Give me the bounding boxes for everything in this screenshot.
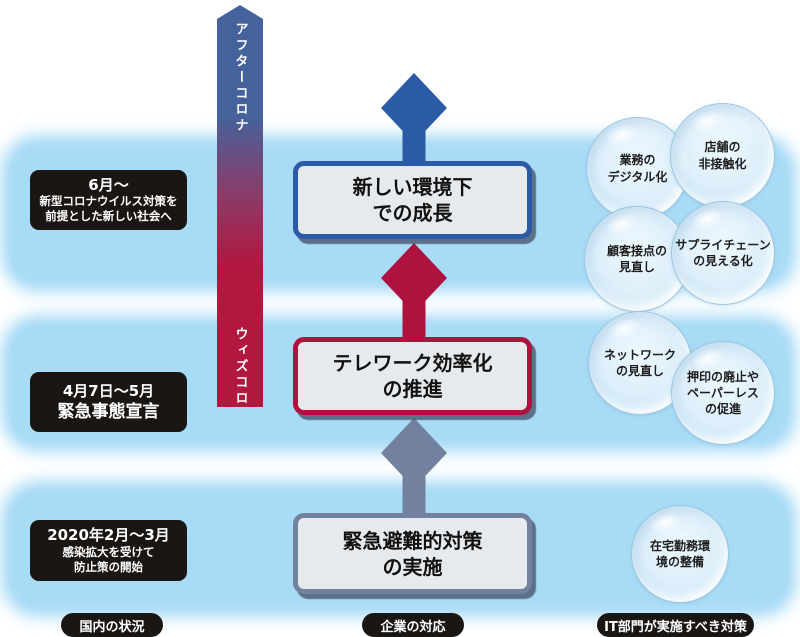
situation-box-june: 6月〜 新型コロナウイルス対策を 前提とした新しい社会へ <box>30 170 187 230</box>
it-measure-bubble-paperless: 押印の廃止や ペーパーレス の促進 <box>671 341 775 445</box>
timeline-gradient-bar: アフターコロナ ウィズコロナ <box>217 5 263 407</box>
response-box-emergency: 緊急避難的対策 の実施 <box>293 513 532 594</box>
response-box-growth: 新しい環境下 での成長 <box>293 161 532 239</box>
bubble-label: 押印の廃止や ペーパーレス の促進 <box>686 369 759 417</box>
legend-it-measures: IT部門が実施すべき対策 <box>597 613 754 637</box>
bubble-label: サプライチェーン の見える化 <box>675 237 771 268</box>
situation-period: 4月7日〜5月 <box>62 381 155 400</box>
up-arrow-blue-icon <box>381 73 447 168</box>
situation-box-april-may: 4月7日〜5月 緊急事態宣言 <box>30 372 187 432</box>
bubble-label: 在宅勤務環 境の整備 <box>649 538 710 569</box>
response-box-telework: テレワーク効率化 の推進 <box>293 337 532 415</box>
legend-company-response: 企業の対応 <box>362 613 464 637</box>
legend-label: IT部門が実施すべき対策 <box>604 619 747 635</box>
situation-detail: 新型コロナウイルス対策を 前提とした新しい社会へ <box>39 194 178 224</box>
bubble-label: ネットワーク の見直し <box>603 347 676 378</box>
situation-detail: 緊急事態宣言 <box>57 401 160 422</box>
legend-domestic-situation: 国内の状況 <box>61 613 163 637</box>
bubble-label: 顧客接点の 見直し <box>606 243 667 274</box>
situation-detail: 感染拡大を受けて 防止策の開始 <box>62 544 155 574</box>
it-measure-bubble-contactless-stores: 店舗の 非接触化 <box>670 103 775 208</box>
with-corona-label: ウィズコロナ <box>232 327 248 423</box>
up-arrow-red-icon <box>381 243 447 338</box>
situation-period: 6月〜 <box>88 175 129 194</box>
up-arrow-gray-icon <box>381 418 447 513</box>
bubble-label: 店舗の 非接触化 <box>698 140 747 171</box>
legend-label: 国内の状況 <box>79 619 145 635</box>
it-measure-bubble-wfh-environment: 在宅勤務環 境の整備 <box>631 505 729 603</box>
it-measure-bubble-supply-chain: サプライチェーン の見える化 <box>671 201 775 305</box>
after-corona-label: アフターコロナ <box>232 22 248 134</box>
situation-box-feb-mar: 2020年2月〜3月 感染拡大を受けて 防止策の開始 <box>30 520 187 581</box>
bubble-label: 業務の デジタル化 <box>607 153 668 184</box>
legend-label: 企業の対応 <box>380 619 446 635</box>
response-label: 新しい環境下 での成長 <box>352 175 473 225</box>
response-label: テレワーク効率化 の推進 <box>332 351 493 401</box>
response-label: 緊急避難的対策 の実施 <box>342 528 483 579</box>
situation-period: 2020年2月〜3月 <box>47 526 170 545</box>
